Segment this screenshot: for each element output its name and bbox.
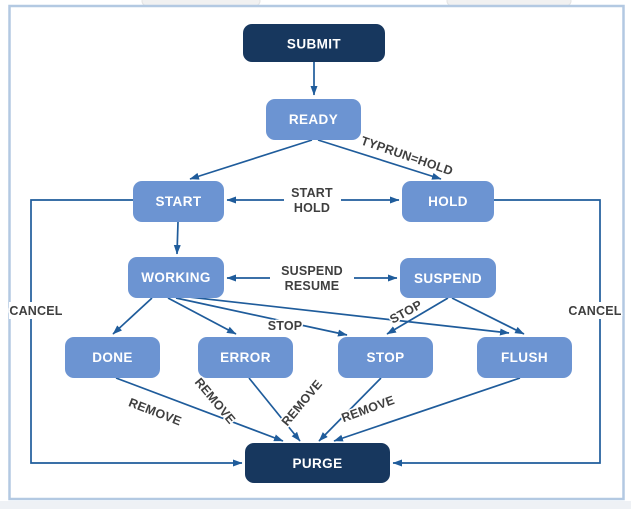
- node-error-label: ERROR: [220, 350, 271, 365]
- edge-flush-to-purge: [333, 377, 521, 442]
- node-submit-label: SUBMIT: [287, 37, 341, 52]
- node-ready-box: [266, 99, 361, 140]
- node-start: START: [133, 181, 224, 222]
- edge-working-to-flush: [179, 295, 510, 336]
- edge-label-suspend-command: SUSPEND: [281, 264, 343, 278]
- node-flush-box: [477, 337, 572, 378]
- node-hold: HOLD: [402, 181, 494, 222]
- edge-working-to-error: [167, 297, 237, 335]
- node-submit: SUBMIT: [243, 24, 385, 62]
- node-working-label: WORKING: [141, 270, 211, 285]
- edge-cancel-left-start-to-purge: [30, 199, 243, 467]
- edge-label-resume-command: RESUME: [285, 279, 340, 293]
- node-working-box: [128, 257, 224, 298]
- edge-label-hold-command: HOLD: [294, 201, 330, 215]
- node-purge: PURGE: [245, 443, 390, 483]
- node-submit-box: [243, 24, 385, 62]
- edge-label-remove-from-flush: REMOVE: [340, 393, 397, 425]
- node-suspend-label: SUSPEND: [414, 271, 482, 286]
- edge-suspend-to-stop: [386, 297, 449, 335]
- node-suspend: SUSPEND: [400, 258, 496, 298]
- diagram-frame-border: [8, 4, 625, 501]
- node-stop-box: [338, 337, 433, 378]
- edge-start-to-working: [173, 221, 181, 255]
- node-purge-label: PURGE: [292, 456, 342, 471]
- node-done-label: DONE: [92, 350, 133, 365]
- node-ready-label: READY: [289, 112, 338, 127]
- edge-label-stop-from-working: STOP: [268, 319, 303, 333]
- node-done: DONE: [65, 337, 160, 378]
- node-error: ERROR: [198, 337, 293, 378]
- node-done-box: [65, 337, 160, 378]
- edge-cancel-right-hold-to-purge: [392, 199, 601, 467]
- edge-label-cancel-right: CANCEL: [568, 304, 621, 318]
- node-working: WORKING: [128, 257, 224, 298]
- edge-error-to-purge: [248, 377, 301, 442]
- node-ready: READY: [266, 99, 361, 140]
- node-flush-label: FLUSH: [501, 350, 548, 365]
- edge-working-to-stop: [175, 297, 348, 337]
- node-start-box: [133, 181, 224, 222]
- node-start-label: START: [156, 194, 202, 209]
- label-bg-suspend-resume: [270, 262, 354, 294]
- node-purge-box: [245, 443, 390, 483]
- bottom-outer-strip: [0, 501, 631, 509]
- edge-label-cancel-left: CANCEL: [9, 304, 62, 318]
- node-stop-label: STOP: [366, 350, 404, 365]
- edge-ready-to-hold: [317, 139, 442, 180]
- edge-ready-to-start: [189, 139, 313, 180]
- node-stop: STOP: [338, 337, 433, 378]
- node-suspend-box: [400, 258, 496, 298]
- node-hold-label: HOLD: [428, 194, 468, 209]
- label-bg-start-hold: [284, 184, 341, 216]
- edge-label-remove-from-stop: REMOVE: [279, 377, 325, 428]
- edge-suspend-to-flush: [451, 297, 525, 335]
- edge-stop-to-purge: [318, 377, 382, 442]
- edge-label-typrun-hold: TYPRUN=HOLD: [359, 134, 455, 179]
- node-error-box: [198, 337, 293, 378]
- node-flush: FLUSH: [477, 337, 572, 378]
- node-hold-box: [402, 181, 494, 222]
- label-bg-cancel-right: [567, 302, 622, 319]
- edge-working-to-done: [112, 297, 153, 335]
- edge-label-remove-from-error: REMOVE: [192, 375, 238, 426]
- edge-done-to-purge: [115, 377, 284, 442]
- edge-label-start-command: START: [291, 186, 333, 200]
- label-bg-cancel-left: [9, 302, 64, 319]
